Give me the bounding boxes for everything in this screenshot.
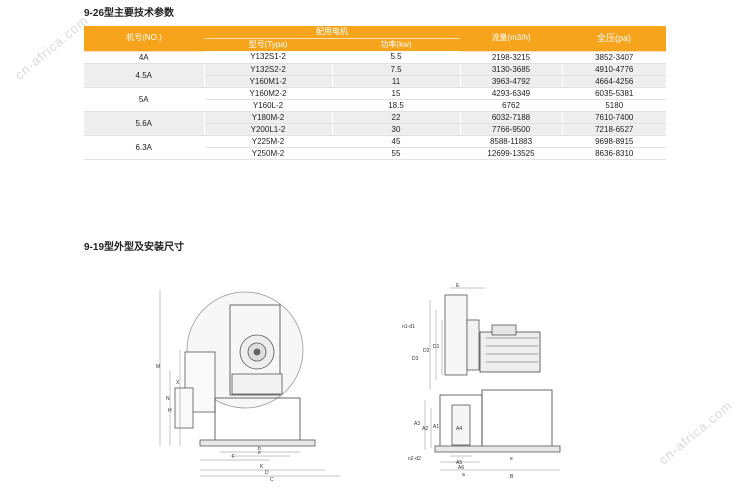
cell-power: 11 xyxy=(332,75,461,88)
side-view-drawing xyxy=(424,287,561,471)
dim-label-e-side: e xyxy=(510,456,513,462)
dim-label-N: N xyxy=(166,396,170,402)
cell-power: 7.5 xyxy=(332,63,461,76)
cell-pressure: 4664-4256 xyxy=(562,75,666,88)
cell-flow: 2198-3215 xyxy=(460,51,563,64)
cell-flow: 6762 xyxy=(460,99,563,112)
cell-power: 5.5 xyxy=(332,51,461,64)
dim-label-C: C xyxy=(270,477,274,483)
spec-table: 机号(NO.) 配用电机 流量(m3/h) 全压(pa) 型号(Typa) 功率… xyxy=(84,26,666,160)
dim-label-D2: D2 xyxy=(423,348,430,354)
cell-model: Y200L1-2 xyxy=(204,123,333,136)
cell-pressure: 4910-4776 xyxy=(562,63,666,76)
dim-label-D1: D1 xyxy=(433,344,440,350)
cell-model: Y160L-2 xyxy=(204,99,333,112)
cell-pressure: 6035-5381 xyxy=(562,87,666,100)
cell-power: 15 xyxy=(332,87,461,100)
watermark: cn-africa.com xyxy=(655,397,736,468)
dim-label-D: D xyxy=(265,470,269,476)
dim-label-n2-d2: n2-d2 xyxy=(408,456,421,462)
cell-pressure: 3852-3407 xyxy=(562,51,666,64)
dim-label-A2: A2 xyxy=(422,426,428,432)
cell-machine-no: 4A xyxy=(84,51,205,64)
dim-label-K: K xyxy=(260,464,264,470)
dim-label-E: E xyxy=(456,283,460,289)
cell-pressure: 7610-7400 xyxy=(562,111,666,124)
header-pressure: 全压(pa) xyxy=(562,26,666,52)
dim-label-A1: A1 xyxy=(433,424,439,430)
cell-power: 22 xyxy=(332,111,461,124)
dim-label-e: e xyxy=(258,450,261,456)
cell-flow: 8588-11883 xyxy=(460,135,563,148)
cell-model: Y132S1-2 xyxy=(204,51,333,64)
cell-machine-no: 5.6A xyxy=(84,111,205,136)
dim-label-B: B xyxy=(510,474,514,480)
cell-flow: 3130-3685 xyxy=(460,63,563,76)
cell-flow: 6032-7188 xyxy=(460,111,563,124)
cell-flow: 7766-9500 xyxy=(460,123,563,136)
dim-label-M: M xyxy=(156,364,160,370)
cell-power: 55 xyxy=(332,147,461,160)
header-machine-no: 机号(NO.) xyxy=(84,26,204,52)
cell-power: 18.5 xyxy=(332,99,461,112)
cell-pressure: 5180 xyxy=(562,99,666,112)
dim-label-X: X xyxy=(176,380,180,386)
front-view-drawing xyxy=(159,290,340,477)
header-motor: 配用电机 xyxy=(204,26,460,39)
dim-label-H: H xyxy=(168,408,172,414)
header-flow: 流量(m3/h) xyxy=(460,26,562,52)
cell-machine-no: 5A xyxy=(84,87,205,112)
cell-flow: 3963-4792 xyxy=(460,75,563,88)
cell-model: Y132S2-2 xyxy=(204,63,333,76)
cell-machine-no: 6.3A xyxy=(84,135,205,160)
header-power: 功率(kw) xyxy=(332,38,460,51)
cell-model: Y250M-2 xyxy=(204,147,333,160)
dim-label-A6: A6 xyxy=(458,465,464,471)
cell-model: Y180M-2 xyxy=(204,111,333,124)
cell-model: Y160M2-2 xyxy=(204,87,333,100)
dim-label-a: a xyxy=(462,472,465,478)
cell-pressure: 8636-8310 xyxy=(562,147,666,160)
installation-drawings: M N X H b e F K D C E n1-d1 D3 D2 D1 A3 … xyxy=(156,283,561,483)
drawing-heading: 9-19型外型及安装尺寸 xyxy=(84,242,185,253)
cell-model: Y225M-2 xyxy=(204,135,333,148)
watermark: cn-africa.com xyxy=(11,12,92,83)
cell-flow: 12699-13525 xyxy=(460,147,563,160)
dim-label-A3: A3 xyxy=(414,421,420,427)
dim-label-F: F xyxy=(232,454,235,460)
cell-power: 30 xyxy=(332,123,461,136)
cell-machine-no: 4.5A xyxy=(84,63,205,88)
cell-power: 45 xyxy=(332,135,461,148)
cell-model: Y160M1-2 xyxy=(204,75,333,88)
cell-pressure: 9698-8915 xyxy=(562,135,666,148)
cell-flow: 4293-6349 xyxy=(460,87,563,100)
dim-label-n1-d1: n1-d1 xyxy=(402,324,415,330)
table-heading: 9-26型主要技术参数 xyxy=(84,8,175,19)
dim-label-A5: A5 xyxy=(456,460,462,466)
dim-label-A4: A4 xyxy=(456,426,462,432)
header-model: 型号(Typa) xyxy=(204,38,332,51)
dim-label-b: b xyxy=(258,446,261,452)
cell-pressure: 7218-6527 xyxy=(562,123,666,136)
dim-label-D3: D3 xyxy=(412,356,419,362)
